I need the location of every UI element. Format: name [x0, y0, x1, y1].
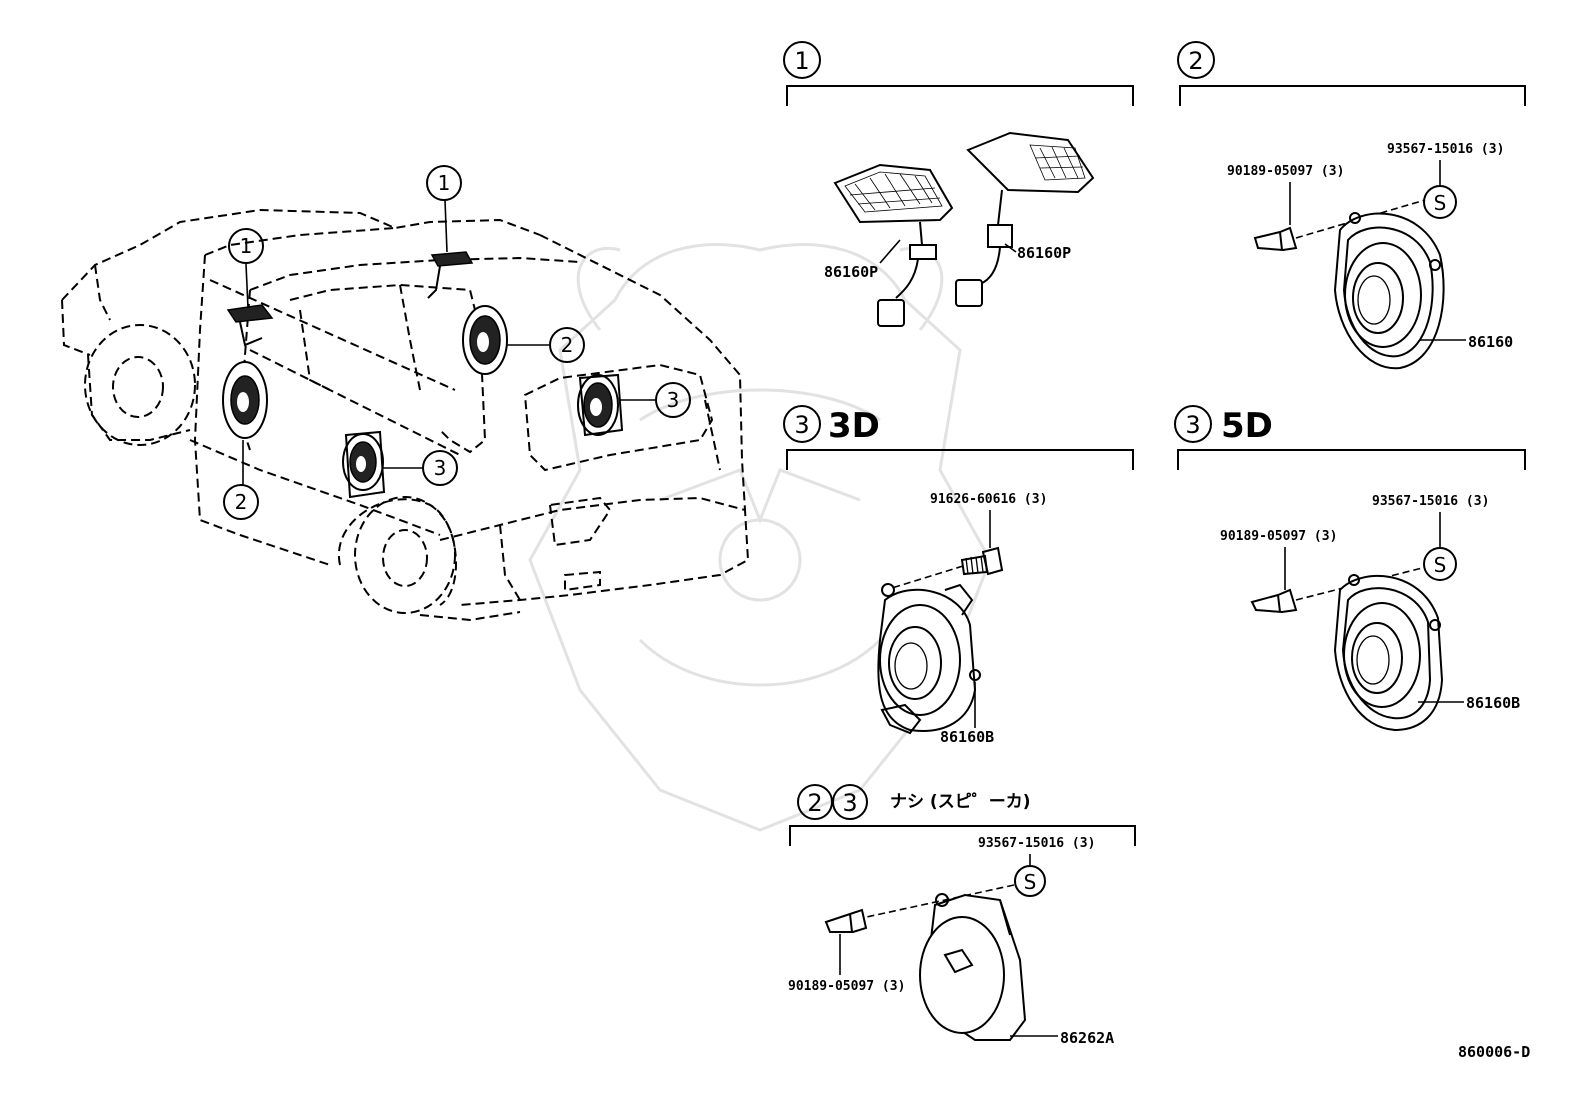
svg-text:90189-05097 (3): 90189-05097 (3)	[1227, 164, 1344, 179]
callout-1a: 1	[228, 228, 264, 264]
svg-text:86160P: 86160P	[824, 263, 878, 281]
speaker-icon	[462, 305, 508, 375]
section-2-3-no-speaker: 2 3 ナシ (スピ゜ーカ) 93567-15016 (3) S 90189-0…	[788, 784, 1136, 1047]
svg-text:3: 3	[794, 411, 809, 439]
svg-text:86160: 86160	[1468, 333, 1513, 351]
callout-2b: 2	[223, 484, 259, 520]
screw-icon: S	[1423, 547, 1457, 581]
svg-text:86160B: 86160B	[1466, 694, 1520, 712]
svg-text:93567-15016 (3): 93567-15016 (3)	[978, 836, 1095, 851]
tweeter-icon	[955, 131, 1095, 307]
watermark-emblem	[528, 243, 992, 832]
svg-text:S: S	[1434, 553, 1447, 577]
speaker-icon	[1333, 574, 1444, 732]
speaker-icon	[1333, 212, 1445, 370]
svg-text:1: 1	[240, 234, 253, 258]
callout-2a: 2	[549, 327, 585, 363]
svg-text:1: 1	[794, 47, 809, 75]
callout-3a: 3	[655, 382, 691, 418]
section-3-5d: 3 5D 90189-05097 (3) 93567-15016 (3) S 8…	[1174, 405, 1526, 732]
svg-text:86160P: 86160P	[1017, 244, 1071, 262]
svg-text:93567-15016 (3): 93567-15016 (3)	[1387, 142, 1504, 157]
section-1: 1 86160P 86160P	[783, 41, 1134, 327]
svg-text:86262A: 86262A	[1060, 1029, 1114, 1047]
clip-icon	[824, 908, 868, 933]
vehicle-illustration	[61, 199, 750, 622]
svg-text:2: 2	[807, 789, 822, 817]
speaker-icon	[342, 430, 386, 499]
svg-text:ナシ (スピ゜ーカ): ナシ (スピ゜ーカ)	[890, 791, 1030, 812]
svg-text:3: 3	[434, 456, 447, 480]
svg-text:1: 1	[438, 171, 451, 195]
svg-text:2: 2	[561, 333, 574, 357]
svg-text:3: 3	[667, 388, 680, 412]
svg-text:91626-60616 (3): 91626-60616 (3)	[930, 492, 1047, 507]
svg-text:3D: 3D	[828, 406, 880, 446]
svg-text:90189-05097 (3): 90189-05097 (3)	[1220, 529, 1337, 544]
speaker-icon	[877, 583, 981, 735]
clip-icon	[1250, 588, 1298, 614]
speaker-icon	[222, 361, 268, 439]
screw-icon: S	[1423, 185, 1457, 219]
svg-text:S: S	[1024, 870, 1037, 894]
svg-text:3: 3	[842, 789, 857, 817]
tweeter-icon	[833, 163, 954, 327]
svg-text:93567-15016 (3): 93567-15016 (3)	[1372, 494, 1489, 509]
section-3-3d: 3 3D 91626-60616 (3) 86160B	[783, 405, 1134, 746]
callout-1b: 1	[426, 165, 462, 201]
svg-text:2: 2	[235, 490, 248, 514]
svg-text:90189-05097 (3): 90189-05097 (3)	[788, 979, 905, 994]
tweeter-icon	[226, 304, 274, 347]
svg-text:5D: 5D	[1221, 406, 1273, 446]
callout-3b: 3	[422, 450, 458, 486]
svg-text:S: S	[1434, 191, 1447, 215]
svg-text:2: 2	[1188, 47, 1203, 75]
speaker-icon	[919, 893, 1027, 1041]
tweeter-icon	[427, 251, 474, 299]
section-2: 2 90189-05097 (3) 93567-15016 (3) S 8616…	[1177, 41, 1526, 370]
diagram-id: 860006-D	[1458, 1043, 1530, 1061]
bolt-icon	[960, 546, 1004, 576]
screw-icon: S	[1014, 865, 1046, 897]
svg-text:86160B: 86160B	[940, 728, 994, 746]
clip-icon	[1253, 226, 1298, 252]
svg-text:3: 3	[1185, 411, 1200, 439]
speaker-icon	[577, 373, 624, 437]
